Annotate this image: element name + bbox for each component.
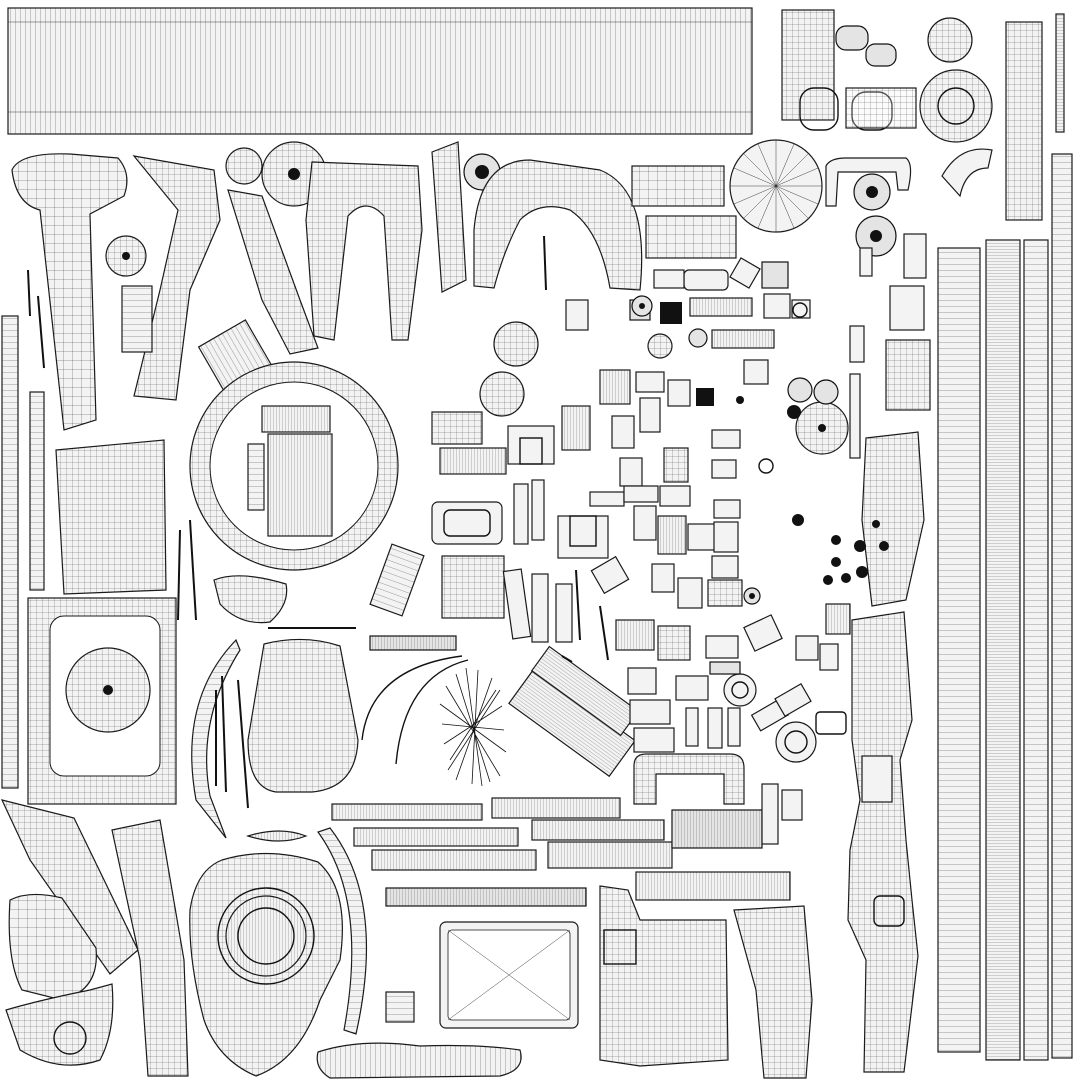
small-dots — [736, 396, 889, 605]
top-strip-panel — [7, 7, 753, 135]
vase-panel — [191, 638, 359, 839]
handle-part — [633, 673, 817, 805]
arch-panel — [305, 141, 643, 341]
bezel-panel — [27, 575, 288, 805]
chassis-panel-right — [599, 339, 931, 1079]
vertical-strips-right — [937, 153, 1073, 1061]
body-panel-left — [11, 153, 128, 431]
tray-panel — [385, 887, 587, 1029]
plank-panels — [331, 645, 791, 901]
bottom-left-parts — [0, 799, 189, 1077]
small-parts-cluster — [781, 9, 1065, 221]
grid-panel-left — [1, 315, 167, 789]
stray-lines — [27, 235, 609, 809]
small-parts-cluster-center — [369, 148, 993, 845]
crossed-wireframe — [361, 655, 507, 787]
scattered-pieces — [502, 233, 927, 845]
ring-panel — [189, 361, 399, 571]
lens-panel — [189, 827, 522, 1079]
